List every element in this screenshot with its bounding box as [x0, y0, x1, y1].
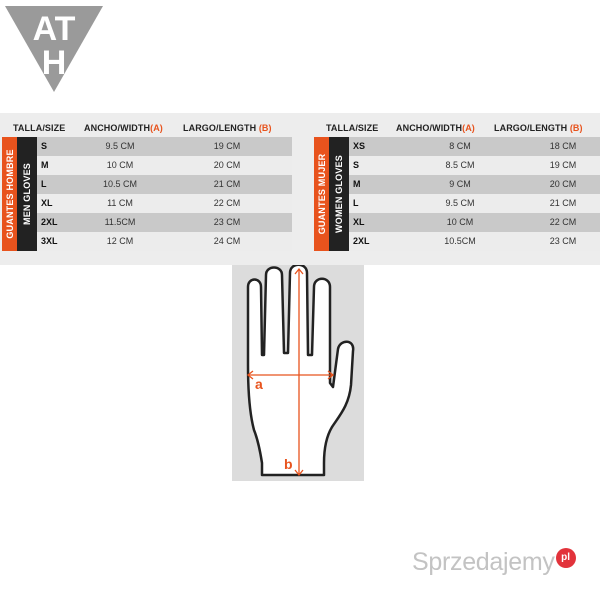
women-size-header: TALLA/SIZE [326, 123, 379, 133]
table-row: 2XL 10.5CM 23 CM [349, 232, 600, 251]
logo-line1: AT [33, 10, 76, 48]
size-cell: M [353, 179, 361, 189]
width-cell: 10 CM [446, 217, 474, 227]
women-label-en: WOMEN GLOVES [334, 155, 344, 233]
table-row: 3XL 12 CM 24 CM [37, 232, 292, 251]
table-row: XL 11 CM 22 CM [37, 194, 292, 213]
table-row: L 9.5 CM 21 CM [349, 194, 600, 213]
size-cell: 2XL [41, 217, 58, 227]
ath-logo: AT H [5, 6, 103, 92]
size-cell: S [353, 160, 360, 170]
men-label-es: GUANTES HOMBRE [4, 149, 15, 239]
length-cell: 23 CM [549, 236, 577, 246]
width-cell: 8.5 CM [445, 160, 475, 170]
table-row: XL 10 CM 22 CM [349, 213, 600, 232]
length-cell: 22 CM [213, 198, 241, 208]
women-size-table: GUANTES MUJER WOMEN GLOVES XS 8 CM 18 CM S 8… [314, 137, 600, 251]
length-cell: 18 CM [549, 141, 577, 151]
men-label-en-strip: MEN GLOVES [17, 137, 37, 251]
size-cell: 3XL [41, 236, 58, 246]
width-cell: 11 CM [107, 198, 133, 208]
men-length-header: LARGO/LENGTH (B) [183, 123, 272, 133]
size-cell: XL [41, 198, 53, 208]
table-row: S 8.5 CM 19 CM [349, 156, 600, 175]
men-label-en: MEN GLOVES [22, 162, 32, 226]
table-row: 2XL 11.5CM 23 CM [37, 213, 292, 232]
width-cell: 9 CM [449, 179, 471, 189]
length-cell: 20 CM [213, 160, 241, 170]
women-length-header: LARGO/LENGTH (B) [494, 123, 583, 133]
size-cell: S [41, 141, 48, 151]
men-label-es-strip: GUANTES HOMBRE [2, 137, 17, 251]
width-cell: 9.5 CM [105, 141, 135, 151]
length-cell: 23 CM [213, 217, 241, 227]
hand-outline [246, 265, 355, 477]
men-size-table: GUANTES HOMBRE MEN GLOVES S 9.5 CM 19 CM M 1… [2, 137, 292, 251]
length-cell: 19 CM [549, 160, 577, 170]
label-a: a [255, 376, 263, 392]
women-label-es-strip: GUANTES MUJER [314, 137, 329, 251]
table-row: S 9.5 CM 19 CM [37, 137, 292, 156]
table-row: M 9 CM 20 CM [349, 175, 600, 194]
length-cell: 24 CM [213, 236, 241, 246]
label-b: b [284, 456, 293, 472]
hand-diagram: a b [246, 265, 355, 477]
men-width-header: ANCHO/WIDTH(A) [84, 123, 163, 133]
length-cell: 21 CM [213, 179, 241, 189]
size-cell: XS [353, 141, 366, 151]
men-size-header: TALLA/SIZE [13, 123, 66, 133]
length-cell: 21 CM [549, 198, 577, 208]
logo-line2: H [42, 44, 67, 82]
width-cell: 8 CM [449, 141, 471, 151]
width-cell: 10.5 CM [102, 179, 137, 189]
women-label-es: GUANTES MUJER [316, 153, 327, 235]
size-cell: L [353, 198, 359, 208]
length-cell: 20 CM [549, 179, 577, 189]
width-cell: 11.5CM [104, 217, 136, 227]
hand-measurement-panel: a b [232, 265, 364, 481]
width-cell: 10.5CM [444, 236, 476, 246]
width-cell: 12 CM [106, 236, 134, 246]
width-cell: 9.5 CM [445, 198, 475, 208]
women-width-header: ANCHO/WIDTH(A) [396, 123, 475, 133]
size-cell: 2XL [353, 236, 370, 246]
women-label-en-strip: WOMEN GLOVES [329, 137, 349, 251]
length-cell: 22 CM [549, 217, 577, 227]
size-cell: L [41, 179, 47, 189]
table-row: L 10.5 CM 21 CM [37, 175, 292, 194]
table-row: XS 8 CM 18 CM [349, 137, 600, 156]
size-cell: XL [353, 217, 365, 227]
width-cell: 10 CM [106, 160, 134, 170]
size-cell: M [41, 160, 49, 170]
table-row: M 10 CM 20 CM [37, 156, 292, 175]
length-cell: 19 CM [213, 141, 241, 151]
